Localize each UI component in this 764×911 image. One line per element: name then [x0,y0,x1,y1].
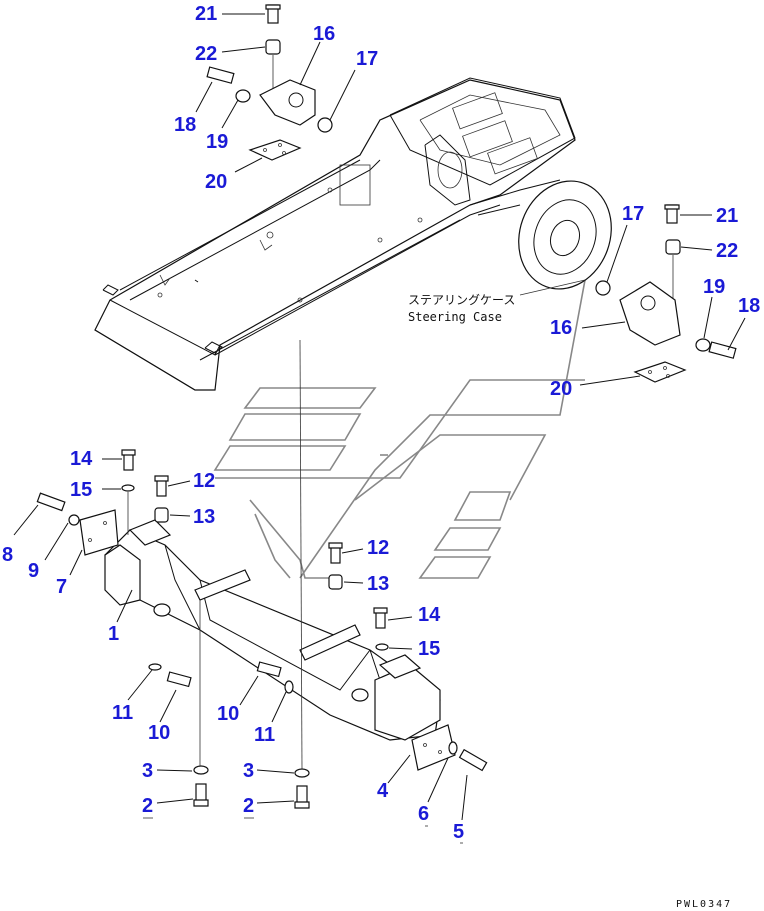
part-label-3: 3 [142,760,153,782]
part-labels: 21 22 16 17 18 19 20 17 21 22 19 18 16 2… [2,3,760,843]
part-label-12: 12 [193,470,215,492]
part-label-15: 15 [70,479,92,501]
part-label-10: 10 [217,703,239,725]
part-label-18: 18 [738,295,760,317]
part-label-7: 7 [56,576,67,598]
part-label-10: 10 [148,722,170,744]
top-mount-parts [206,4,333,161]
axle-assembly [79,509,456,771]
part-label-2: 2 [243,795,254,817]
part-label-11: 11 [254,724,275,746]
part-label-14: 14 [418,604,441,626]
part-label-17: 17 [356,48,378,70]
part-label-3: 3 [243,760,254,782]
part-label-9: 9 [28,560,39,582]
part-label-11: 11 [112,702,133,724]
part-label-1: 1 [108,623,119,645]
part-label-6: 6 [418,803,429,825]
part-label-18: 18 [174,114,196,136]
part-label-21: 21 [195,3,217,25]
drawing-code: PWL0347 [676,899,732,910]
part-label-16: 16 [550,317,572,339]
background-logo [213,279,586,579]
part-label-13: 13 [367,573,389,595]
part-label-19: 19 [206,131,228,153]
part-label-12: 12 [367,537,389,559]
leader-lines [13,13,746,821]
label-ticks [143,817,463,844]
part-label-16: 16 [313,23,335,45]
part-label-14: 14 [70,448,93,470]
part-label-15: 15 [418,638,440,660]
steering-case-label-jp: ステアリングケース [408,293,515,307]
part-label-4: 4 [377,780,389,802]
part-label-21: 21 [716,205,738,227]
part-label-5: 5 [453,821,464,843]
part-label-20: 20 [205,171,227,193]
lower-hardware [36,339,488,809]
steering-case-label-en: Steering Case [408,310,502,324]
part-label-8: 8 [2,544,13,566]
part-label-2: 2 [142,795,153,817]
part-label-22: 22 [195,43,217,65]
right-mount-parts [595,204,737,383]
part-label-13: 13 [193,506,215,528]
part-label-22: 22 [716,240,738,262]
part-label-19: 19 [703,276,725,298]
main-frame [94,77,612,391]
part-label-17: 17 [622,203,644,225]
part-label-20: 20 [550,378,572,400]
